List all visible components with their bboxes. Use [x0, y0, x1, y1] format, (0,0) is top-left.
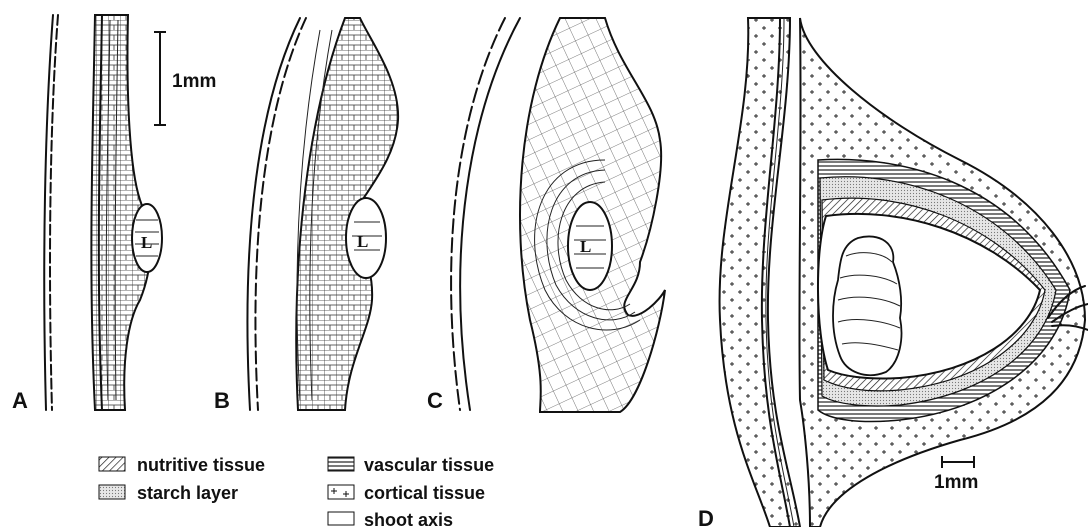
larva-d	[833, 236, 901, 375]
legend-item-starch-layer: starch layer	[99, 483, 238, 503]
panel-d: D	[698, 18, 1088, 527]
panel-d-label: D	[698, 506, 714, 527]
panel-a-larva-label: L	[141, 233, 152, 252]
legend-label-shoot-axis: shoot axis	[364, 510, 453, 527]
panel-c: L C	[427, 18, 665, 413]
legend-label-starch-layer: starch layer	[137, 483, 238, 503]
panel-a-label: A	[12, 388, 28, 413]
legend-label-cortical-tissue: cortical tissue	[364, 483, 485, 503]
scale-bar-top-label: 1mm	[172, 71, 216, 92]
panel-c-larva-label: L	[580, 237, 591, 256]
panel-c-label: C	[427, 388, 443, 413]
legend-item-cortical-tissue: cortical tissue	[328, 483, 485, 503]
panel-b-larva-label: L	[357, 232, 368, 251]
shoot-axis-swatch	[328, 512, 354, 525]
legend-label-vascular-tissue: vascular tissue	[364, 455, 494, 475]
scale-bar-bottom: 1mm	[934, 456, 978, 493]
cortical-tissue-swatch	[328, 485, 354, 499]
legend-item-shoot-axis: shoot axis	[328, 510, 453, 527]
panel-b: L B	[214, 18, 398, 413]
legend: nutritive tissue starch layer vascular t…	[99, 455, 494, 527]
legend-item-nutritive-tissue: nutritive tissue	[99, 455, 265, 475]
panel-b-label: B	[214, 388, 230, 413]
vascular-tissue-swatch	[328, 457, 354, 471]
nutritive-tissue-swatch	[99, 457, 125, 471]
legend-label-nutritive-tissue: nutritive tissue	[137, 455, 265, 475]
panel-a: L A	[12, 15, 162, 413]
scale-bar-bottom-label: 1mm	[934, 472, 978, 493]
legend-item-vascular-tissue: vascular tissue	[328, 455, 494, 475]
scale-bar-top: 1mm	[154, 32, 216, 125]
starch-layer-swatch	[99, 485, 125, 499]
